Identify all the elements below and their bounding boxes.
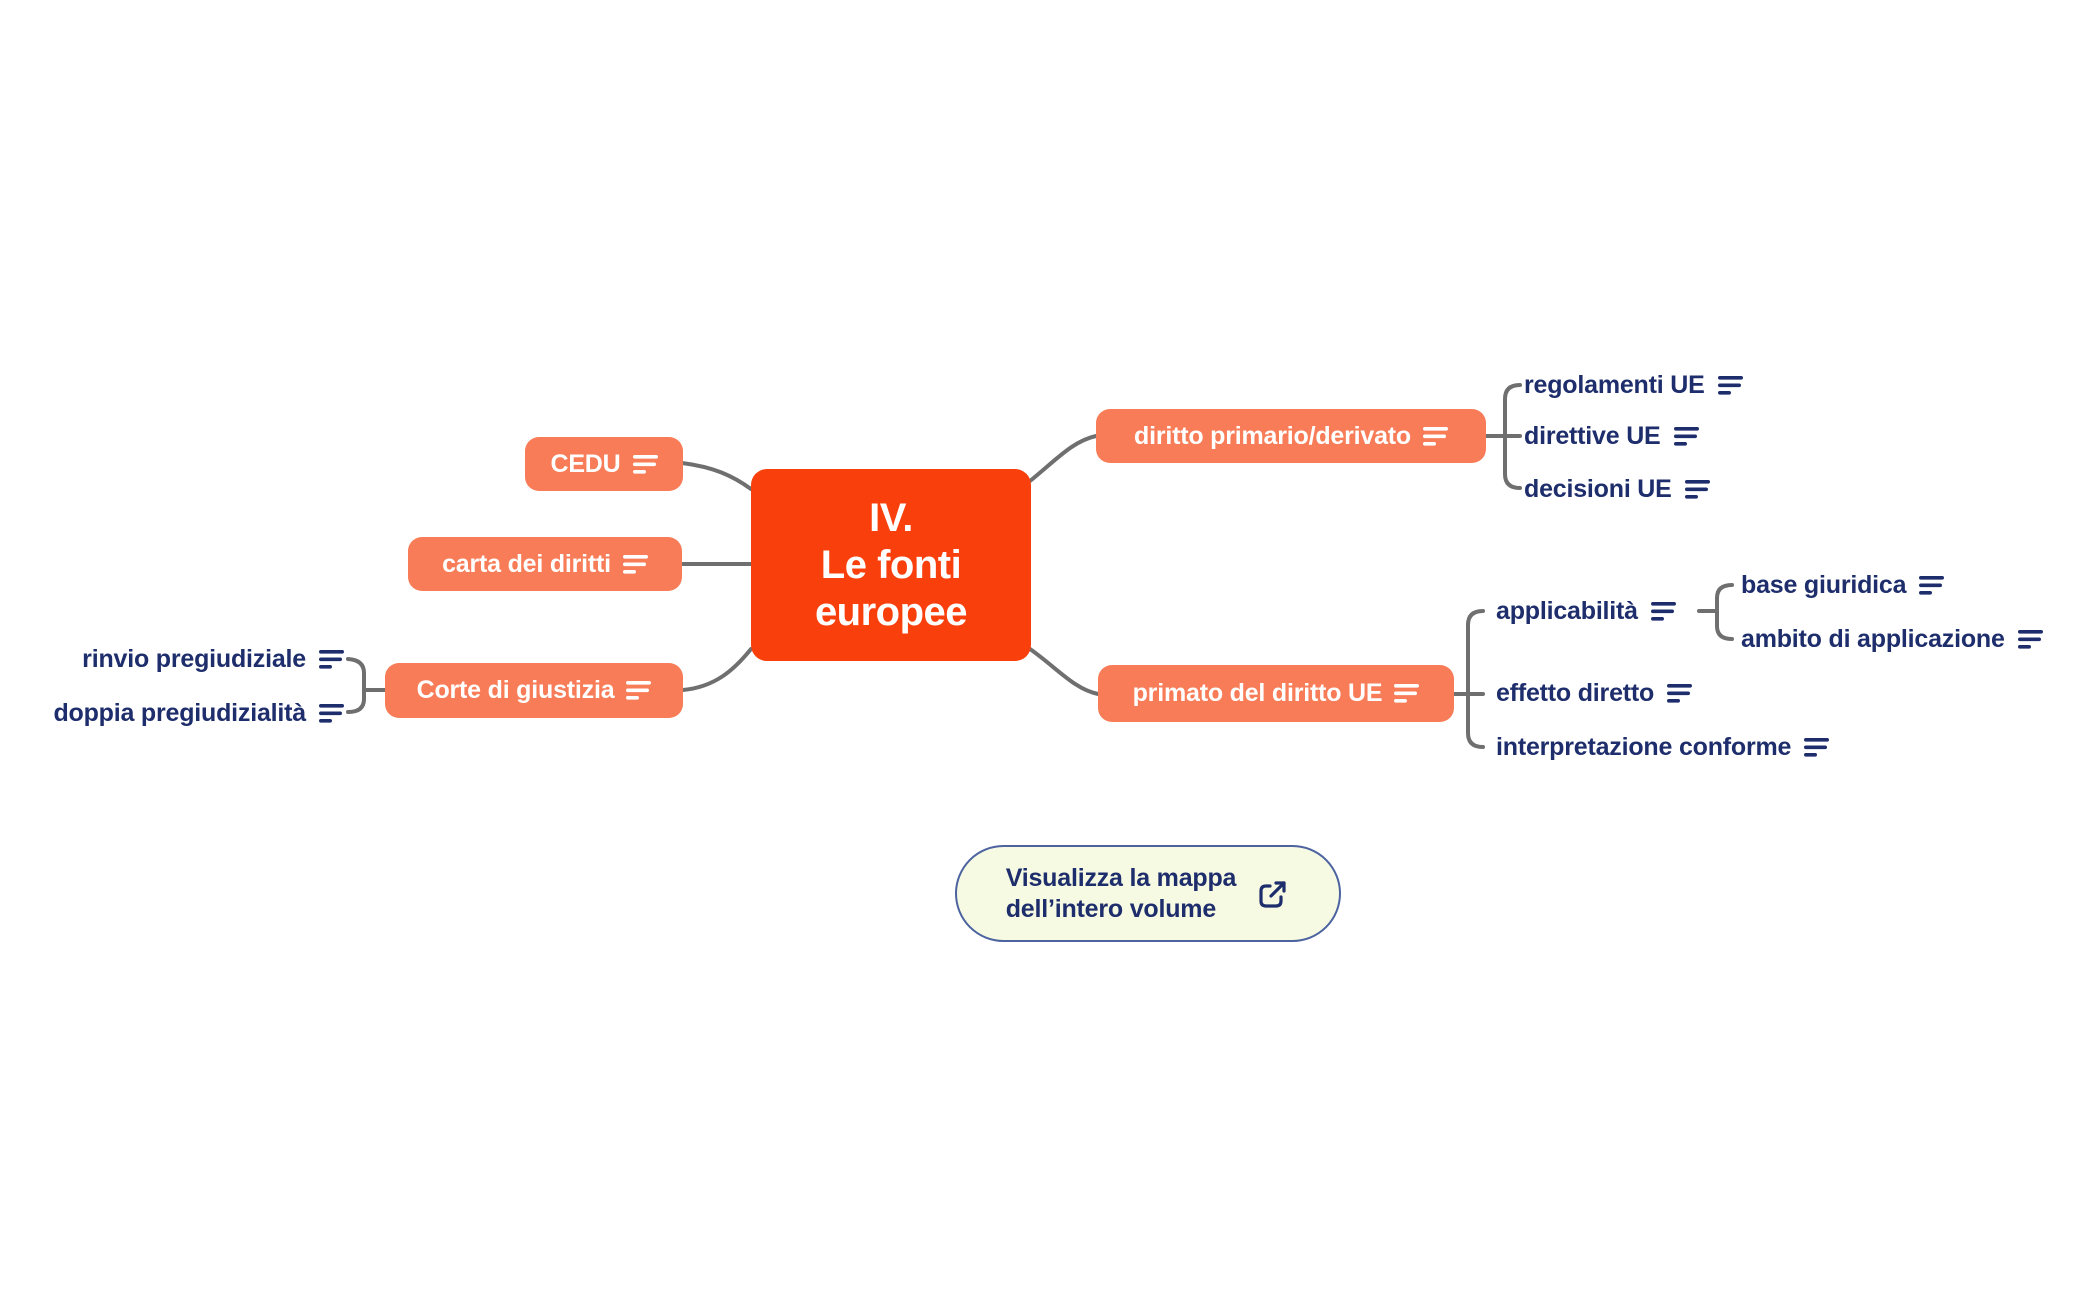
branch-label: CEDU bbox=[550, 449, 621, 478]
leaf-node-effetto-diretto[interactable]: effetto diretto bbox=[1496, 676, 1693, 710]
root-node-line: IV. bbox=[869, 495, 913, 540]
leaf-node-direttive-ue[interactable]: direttive UE bbox=[1524, 419, 1699, 453]
menu-icon[interactable] bbox=[1673, 426, 1699, 446]
menu-icon[interactable] bbox=[319, 649, 344, 669]
connector-root-diritto bbox=[1028, 434, 1098, 483]
leaf-node-doppia-pregiudizialita[interactable]: doppia pregiudizialità bbox=[53, 696, 344, 730]
leaf-label: doppia pregiudizialità bbox=[53, 698, 306, 727]
leaf-label: effetto diretto bbox=[1496, 678, 1655, 707]
menu-icon[interactable] bbox=[1667, 683, 1693, 703]
branch-label: primato del diritto UE bbox=[1132, 679, 1383, 707]
menu-icon[interactable] bbox=[1394, 684, 1420, 703]
leaf-node-decisioni-ue[interactable]: decisioni UE bbox=[1524, 472, 1710, 506]
leaf-node-ambito-di-applicazione[interactable]: ambito di applicazione bbox=[1741, 622, 2043, 656]
connector-corte-root bbox=[681, 647, 753, 692]
button-label-line: dell’intero volume bbox=[1005, 894, 1217, 923]
leaf-label: base giuridica bbox=[1741, 570, 1907, 599]
leaf-node-base-giuridica[interactable]: base giuridica bbox=[1741, 568, 1945, 602]
leaf-label: interpretazione conforme bbox=[1496, 732, 1792, 761]
leaf-node-regolamenti-ue[interactable]: regolamenti UE bbox=[1524, 368, 1743, 402]
menu-icon[interactable] bbox=[622, 554, 648, 574]
branch-node-primato-del-diritto-ue[interactable]: primato del diritto UE bbox=[1098, 665, 1454, 722]
menu-icon[interactable] bbox=[1684, 479, 1710, 499]
leaf-label: regolamenti UE bbox=[1524, 370, 1705, 399]
root-node-line: europee bbox=[814, 589, 968, 634]
button-label-line: Visualizza la mappa bbox=[1005, 863, 1237, 892]
leaf-node-rinvio-pregiudiziale[interactable]: rinvio pregiudiziale bbox=[82, 642, 344, 676]
menu-icon[interactable] bbox=[1717, 375, 1743, 395]
menu-icon[interactable] bbox=[1919, 575, 1945, 595]
branch-node-cedu[interactable]: CEDU bbox=[525, 437, 683, 491]
menu-icon[interactable] bbox=[1650, 601, 1676, 621]
branch-node-carta-dei-diritti[interactable]: carta dei diritti bbox=[408, 537, 682, 591]
leaf-label: ambito di applicazione bbox=[1741, 624, 2005, 653]
branch-node-diritto-primario-derivato[interactable]: diritto primario/derivato bbox=[1096, 409, 1486, 463]
connector-applicabilita-bracket bbox=[1715, 583, 1734, 641]
root-node-le-fonti-europee[interactable]: IV. Le fonti europee bbox=[751, 469, 1031, 661]
menu-icon[interactable] bbox=[2017, 629, 2043, 649]
leaf-label: applicabilità bbox=[1496, 596, 1638, 625]
branch-label: Corte di giustizia bbox=[416, 676, 615, 704]
leaf-node-interpretazione-conforme[interactable]: interpretazione conforme bbox=[1496, 730, 1830, 764]
branch-label: carta dei diritti bbox=[442, 549, 611, 578]
leaf-label: decisioni UE bbox=[1524, 474, 1672, 503]
external-link-icon bbox=[1259, 880, 1286, 908]
branch-node-corte-di-giustizia[interactable]: Corte di giustizia bbox=[385, 663, 683, 718]
menu-icon[interactable] bbox=[1804, 737, 1830, 757]
leaf-label: direttive UE bbox=[1524, 421, 1661, 450]
connector-root-primato bbox=[1028, 647, 1100, 696]
connector-diritto-bracket bbox=[1503, 383, 1522, 490]
connector-cedu-root bbox=[680, 461, 753, 491]
branch-label: diritto primario/derivato bbox=[1134, 421, 1411, 450]
connector-primato-bracket bbox=[1466, 609, 1485, 749]
menu-icon[interactable] bbox=[632, 454, 658, 474]
root-node-line: Le fonti bbox=[820, 542, 962, 587]
menu-icon[interactable] bbox=[1422, 426, 1448, 446]
menu-icon[interactable] bbox=[626, 681, 652, 700]
menu-icon[interactable] bbox=[319, 703, 344, 723]
leaf-node-applicabilita[interactable]: applicabilità bbox=[1496, 594, 1676, 628]
connector-corte-children-bracket bbox=[346, 657, 366, 714]
view-full-volume-map-button[interactable]: Visualizza la mappa dell’intero volume bbox=[955, 845, 1341, 942]
leaf-label: rinvio pregiudiziale bbox=[82, 644, 306, 673]
